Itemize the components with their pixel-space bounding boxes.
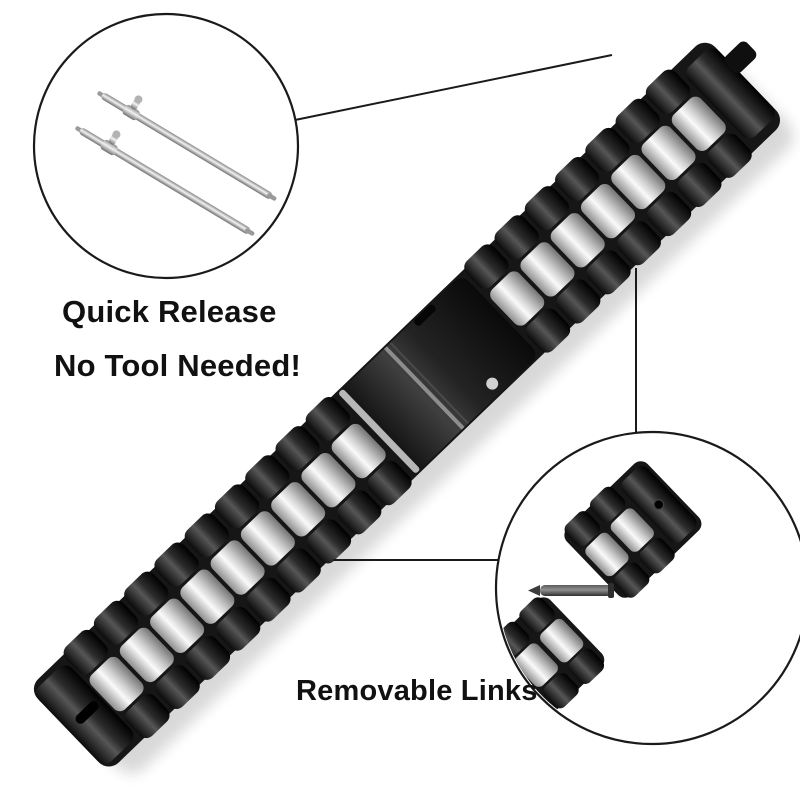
clasp-edge-highlight [339, 389, 420, 473]
band-end-link-bottom [36, 665, 134, 764]
clasp-release-button [486, 377, 499, 390]
spring-bar-slot [75, 701, 99, 724]
quick-release-callout [32, 12, 300, 280]
callout-line-quick-release [294, 54, 613, 121]
band-end-link-top [686, 41, 775, 139]
quick-release-label-line2: No Tool Needed! [54, 348, 301, 383]
band-end-adapter [724, 41, 757, 74]
mini-band-upper [561, 461, 702, 601]
pin-hole [653, 499, 665, 510]
clasp-seam [383, 346, 465, 430]
removable-links-label: Removable Links [296, 675, 538, 707]
clasp-notch [414, 304, 436, 326]
quick-release-label-line1: Quick Release [62, 294, 277, 329]
quick-release-circle [32, 12, 300, 280]
watch-band [33, 41, 794, 774]
band-clasp [339, 278, 536, 473]
link-pin [528, 583, 614, 598]
clasp-seam-shadow [389, 342, 469, 425]
